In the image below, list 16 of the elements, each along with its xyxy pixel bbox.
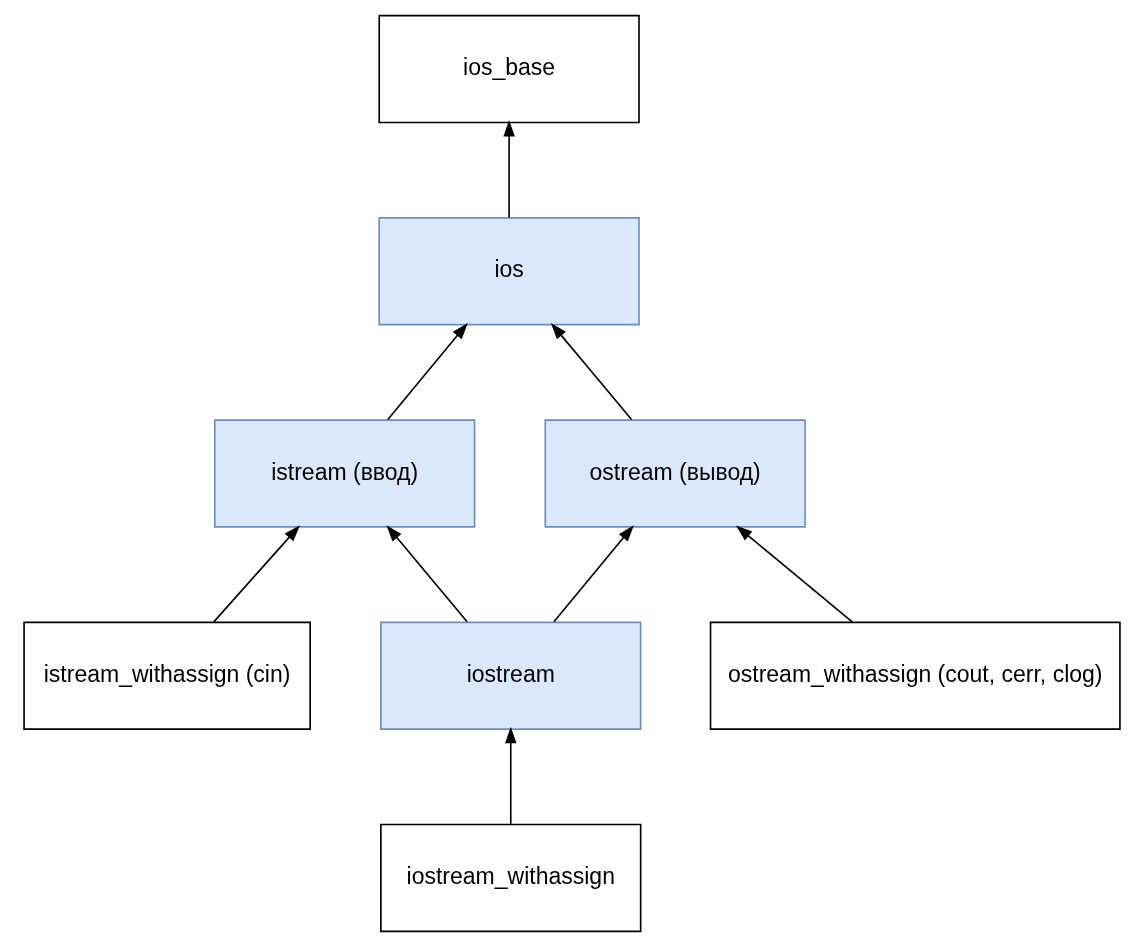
- arrow: [550, 322, 633, 420]
- node-box: ostream_withassign (cout, cerr, clog): [709, 620, 1121, 730]
- node-box: istream_withassign (cin): [23, 620, 311, 730]
- arrow: [503, 119, 515, 218]
- arrow: [212, 524, 300, 623]
- node-box: ios: [378, 216, 640, 325]
- node-box: ostream (вывод): [544, 418, 806, 528]
- arrow: [735, 525, 853, 623]
- node-box: iostream_withassign: [380, 823, 642, 932]
- node-box: iostream: [380, 620, 642, 730]
- arrow: [553, 524, 634, 623]
- node-box: istream (ввод): [213, 418, 476, 528]
- node-box: ios_base: [378, 14, 640, 123]
- arrow: [505, 726, 517, 825]
- arrow: [386, 524, 468, 623]
- arrow: [387, 322, 468, 420]
